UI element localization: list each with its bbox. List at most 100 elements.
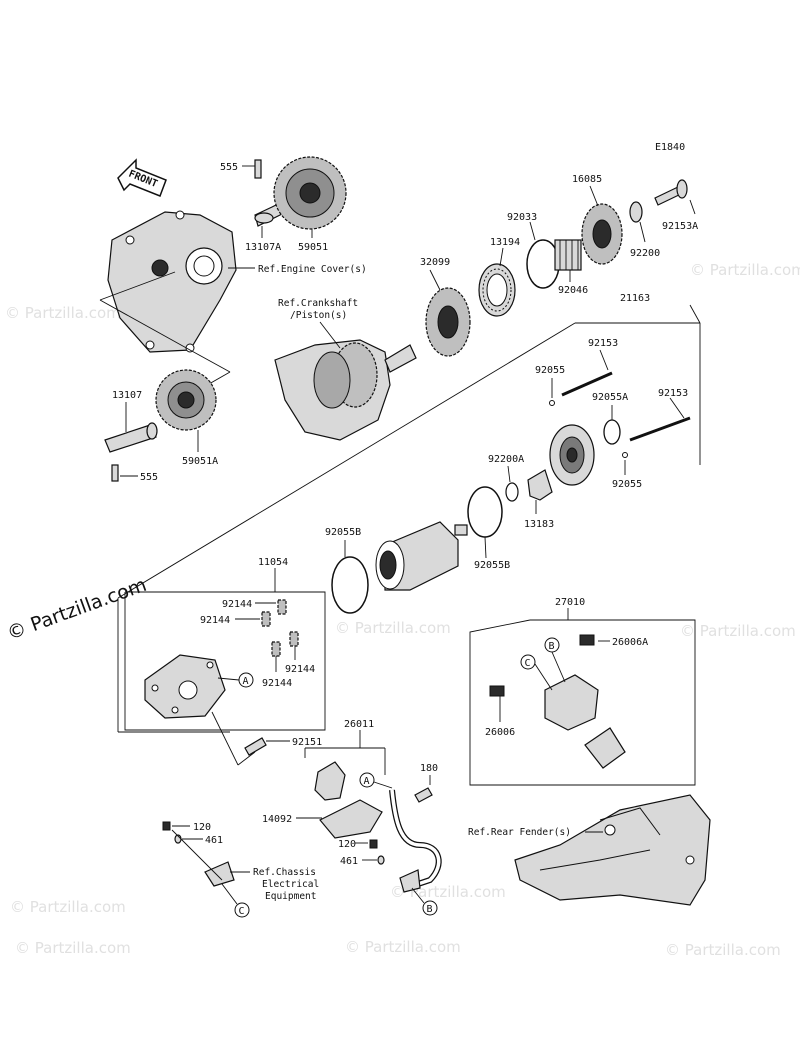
marker-c-label: C xyxy=(525,658,531,669)
marker-a-label: A xyxy=(243,676,249,687)
callout-92200: 92200 xyxy=(630,248,660,259)
watermark-text: © Partzilla.com xyxy=(10,898,126,916)
marker-b xyxy=(422,900,438,916)
engine-cover xyxy=(107,210,237,353)
callout-180: 180 xyxy=(420,763,438,774)
watermark-text: © Partzilla.com xyxy=(690,261,800,279)
gear-16085 xyxy=(581,203,623,265)
callout-27010: 27010 xyxy=(555,597,585,608)
callout-92200a: 92200A xyxy=(488,454,524,465)
callout-92055a: 92055A xyxy=(592,392,628,403)
marker-b-label: B xyxy=(549,641,555,652)
callout-26006: 26006 xyxy=(485,727,515,738)
oring-92055b xyxy=(467,486,503,538)
screw-92151 xyxy=(244,737,267,756)
callout-16085: 16085 xyxy=(572,174,602,185)
bolt-92153 xyxy=(561,371,613,397)
bolt-92153 xyxy=(629,416,691,442)
crankshaft xyxy=(274,339,417,441)
watermark-main: © Partzilla.com xyxy=(4,574,149,645)
ref-piston: /Piston(s) xyxy=(290,310,347,321)
starter-relay xyxy=(489,634,599,731)
bolt-180 xyxy=(414,787,433,803)
starter-end-cover xyxy=(549,424,595,486)
washer-92200a xyxy=(505,482,519,502)
callout-461-2: 461 xyxy=(340,856,358,867)
spring-92144 xyxy=(271,641,281,657)
callout-555-top: 555 xyxy=(220,162,238,173)
callout-11054: 11054 xyxy=(258,557,288,568)
oring-92055 xyxy=(622,452,628,458)
bolt-92153a xyxy=(654,179,688,206)
callout-92144-3: 92144 xyxy=(285,664,315,675)
rear-fender xyxy=(514,794,711,906)
callout-92033: 92033 xyxy=(507,212,537,223)
bolt-120 xyxy=(162,821,171,831)
watermark-text: © Partzilla.com xyxy=(5,304,121,322)
callout-59051a: 59051A xyxy=(182,456,218,467)
washer-461 xyxy=(377,855,385,865)
starter-cable xyxy=(389,789,442,888)
callout-120-2: 120 xyxy=(338,839,356,850)
callout-92055b-2: 92055B xyxy=(474,560,510,571)
callout-32099: 32099 xyxy=(420,257,450,268)
oring-92055 xyxy=(549,400,555,406)
gear-59051a xyxy=(155,369,217,431)
callout-13107a: 13107A xyxy=(245,242,281,253)
washer-92200 xyxy=(629,201,643,223)
callout-92055b-1: 92055B xyxy=(325,527,361,538)
callout-26011: 26011 xyxy=(344,719,374,730)
callout-92151: 92151 xyxy=(292,737,322,748)
oring-92055a xyxy=(603,419,621,445)
clutch-13194 xyxy=(478,263,516,317)
callout-13183: 13183 xyxy=(524,519,554,530)
marker-c-label: C xyxy=(239,906,245,917)
shaft-13107 xyxy=(104,422,158,453)
gear-32099 xyxy=(425,287,471,357)
callout-555-bottom: 555 xyxy=(140,472,158,483)
relay-cover xyxy=(584,727,626,769)
callout-13107: 13107 xyxy=(112,390,142,401)
callout-92144-2: 92144 xyxy=(200,615,230,626)
callout-92153a: 92153A xyxy=(662,221,698,232)
ground-terminal xyxy=(204,861,235,887)
marker-a xyxy=(359,772,375,788)
marker-b-label: B xyxy=(427,904,433,915)
callout-92144-1: 92144 xyxy=(222,599,252,610)
spring-92144 xyxy=(289,631,299,647)
ref-engine-cover: Ref.Engine Cover(s) xyxy=(258,264,367,275)
watermark-text: © Partzilla.com xyxy=(680,622,796,640)
ref-electrical: Electrical xyxy=(262,879,319,890)
bolt-120 xyxy=(369,839,378,849)
callout-461-1: 461 xyxy=(205,835,223,846)
ref-chassis: Ref.Chassis xyxy=(253,867,316,878)
marker-a-label: A xyxy=(364,776,370,787)
watermark-text: © Partzilla.com xyxy=(665,941,781,959)
marker-c xyxy=(234,902,250,918)
callout-92046: 92046 xyxy=(558,285,588,296)
brush-holder xyxy=(144,654,226,719)
bearing-92046 xyxy=(554,239,582,271)
watermark-text: © Partzilla.com xyxy=(15,939,131,957)
ref-rear-fender: Ref.Rear Fender(s) xyxy=(468,827,571,838)
pin-555 xyxy=(111,464,119,482)
ref-crankshaft: Ref.Crankshaft xyxy=(278,298,358,309)
watermark-text: © Partzilla.com xyxy=(345,938,461,956)
callout-14092: 14092 xyxy=(262,814,292,825)
terminal xyxy=(399,869,421,893)
starter-armature xyxy=(375,521,468,591)
spring-92144 xyxy=(261,611,271,627)
cover-14092 xyxy=(319,799,383,839)
marker-c xyxy=(520,654,536,670)
spring-92144 xyxy=(277,599,287,615)
pin-555 xyxy=(254,159,262,179)
callout-92153-2: 92153 xyxy=(658,388,688,399)
cable-boot xyxy=(314,761,346,801)
plate-13183 xyxy=(527,469,553,501)
watermark-text: © Partzilla.com xyxy=(335,619,451,637)
callout-26006a: 26006A xyxy=(612,637,648,648)
gear-59051 xyxy=(273,156,347,230)
circlip-92033 xyxy=(526,239,560,289)
callout-92055-1: 92055 xyxy=(535,365,565,376)
